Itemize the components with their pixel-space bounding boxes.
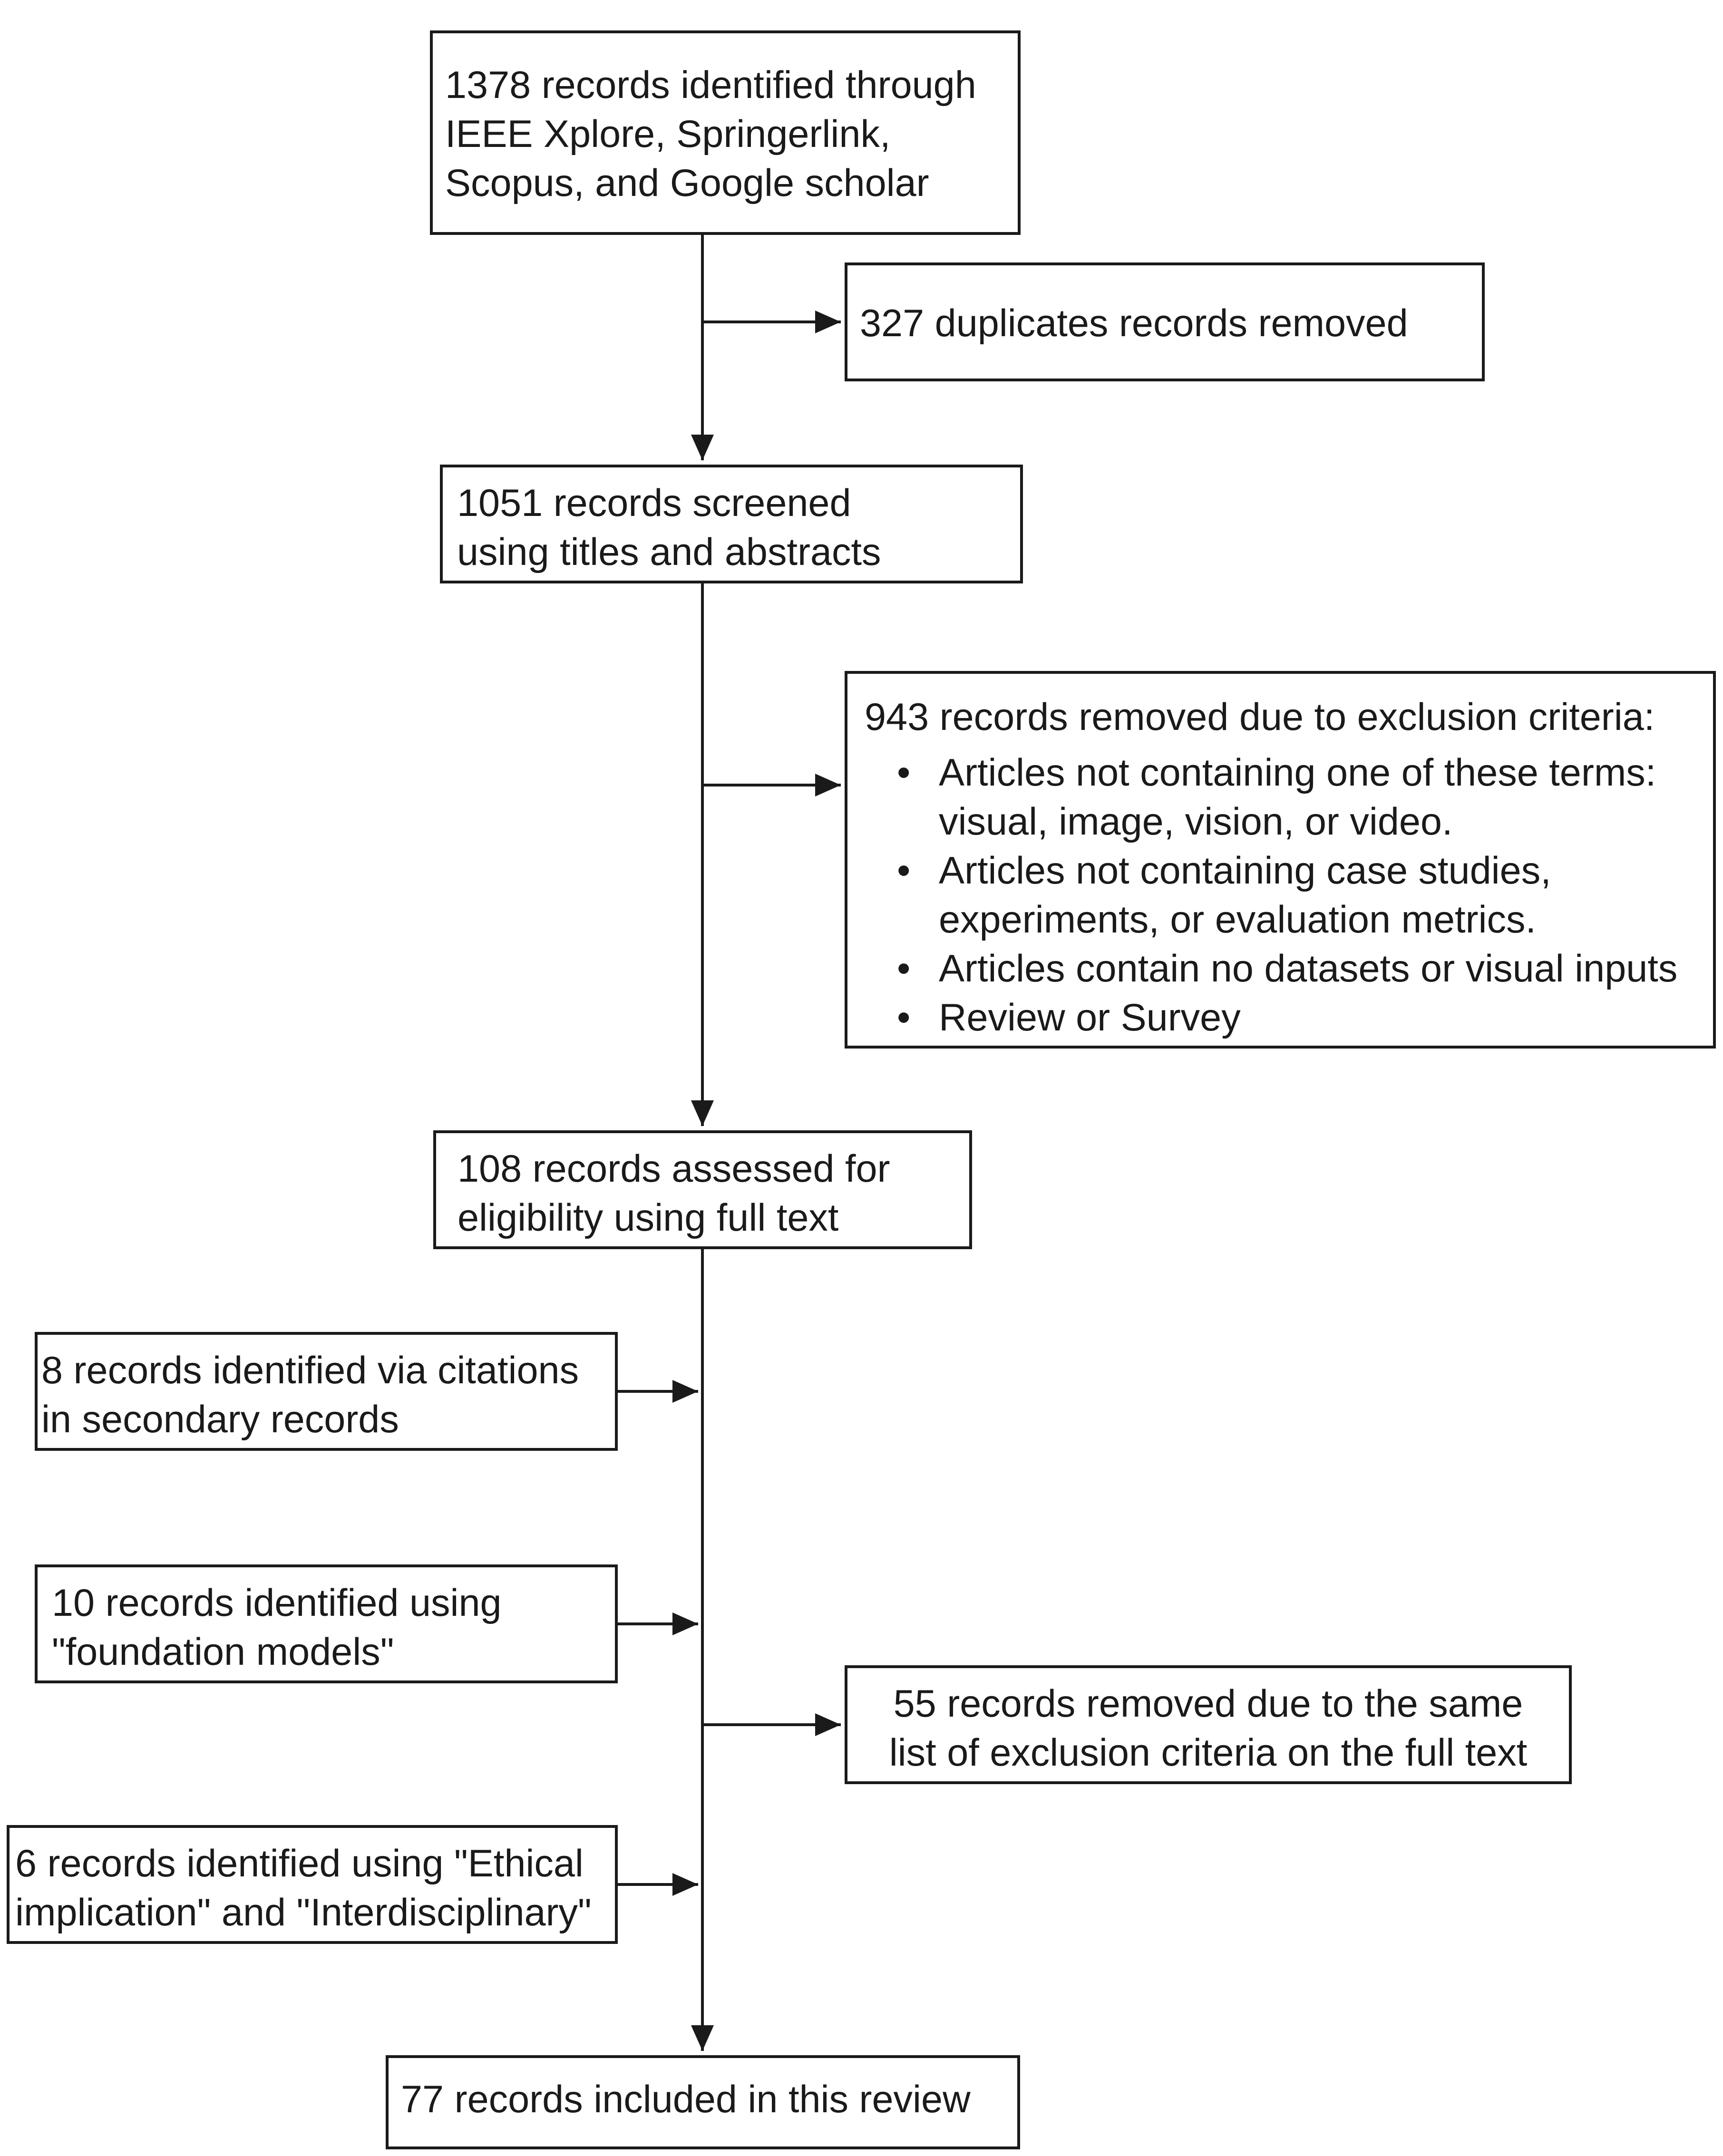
criterion-text-line: Review or Survey (939, 996, 1241, 1039)
box-text-line: 55 records removed due to the same (893, 1682, 1523, 1725)
fulltext-removed-box: 55 records removed due to the same list … (845, 1665, 1572, 1784)
records-screened-box: 1051 records screened using titles and a… (440, 465, 1023, 583)
box-text-line: using titles and abstracts (457, 531, 881, 573)
duplicates-removed-box: 327 duplicates records removed (845, 262, 1485, 381)
exclusion-criterion: Articles not containing one of these ter… (865, 748, 1704, 846)
exclusion-criterion: Review or Survey (865, 993, 1704, 1042)
box-text-line: 8 records identified via citations (41, 1349, 579, 1392)
box-text-line: 1051 records screened (457, 482, 851, 524)
box-text-line: 327 duplicates records removed (860, 302, 1408, 345)
criterion-text-line: Articles not containing one of these ter… (939, 751, 1656, 794)
exclusion-criteria-box: 943 records removed due to exclusion cri… (845, 671, 1716, 1049)
exclusion-criteria-list: Articles not containing one of these ter… (865, 748, 1704, 1042)
box-text-line: 77 records included in this review (401, 2078, 971, 2121)
criterion-text-line: Articles contain no datasets or visual i… (939, 947, 1678, 990)
box-text-line: list of exclusion criteria on the full t… (889, 1731, 1528, 1774)
box-text-line: in secondary records (41, 1398, 399, 1441)
box-text-line: implication" and "Interdisciplinary" (15, 1891, 592, 1934)
box-text-line: IEEE Xplore, Springerlink, (445, 113, 891, 155)
exclusion-criterion: Articles contain no datasets or visual i… (865, 944, 1704, 993)
criterion-text-line: visual, image, vision, or video. (939, 800, 1453, 843)
records-included-box: 77 records included in this review (386, 2055, 1020, 2149)
exclusion-criterion: Articles not containing case studies, ex… (865, 846, 1704, 944)
box-text-line: 108 records assessed for (458, 1147, 890, 1190)
ethical-interdisciplinary-records-box: 6 records identified using "Ethical impl… (7, 1825, 618, 1944)
box-text-line: 1378 records identified through (445, 64, 976, 107)
citations-records-box: 8 records identified via citations in se… (35, 1332, 618, 1451)
box-text-line: eligibility using full text (458, 1196, 839, 1239)
box-text-line: 6 records identified using "Ethical (15, 1842, 584, 1885)
criterion-text-line: experiments, or evaluation metrics. (939, 898, 1537, 941)
records-identified-box: 1378 records identified through IEEE Xpl… (430, 30, 1021, 235)
box-text-line: 10 records identified using (52, 1582, 502, 1624)
records-assessed-box: 108 records assessed for eligibility usi… (433, 1130, 972, 1249)
box-text-line: "foundation models" (52, 1631, 394, 1673)
exclusion-heading: 943 records removed due to exclusion cri… (865, 696, 1655, 738)
box-text-line: Scopus, and Google scholar (445, 162, 929, 204)
foundation-models-records-box: 10 records identified using "foundation … (35, 1564, 618, 1683)
criterion-text-line: Articles not containing case studies, (939, 849, 1551, 892)
